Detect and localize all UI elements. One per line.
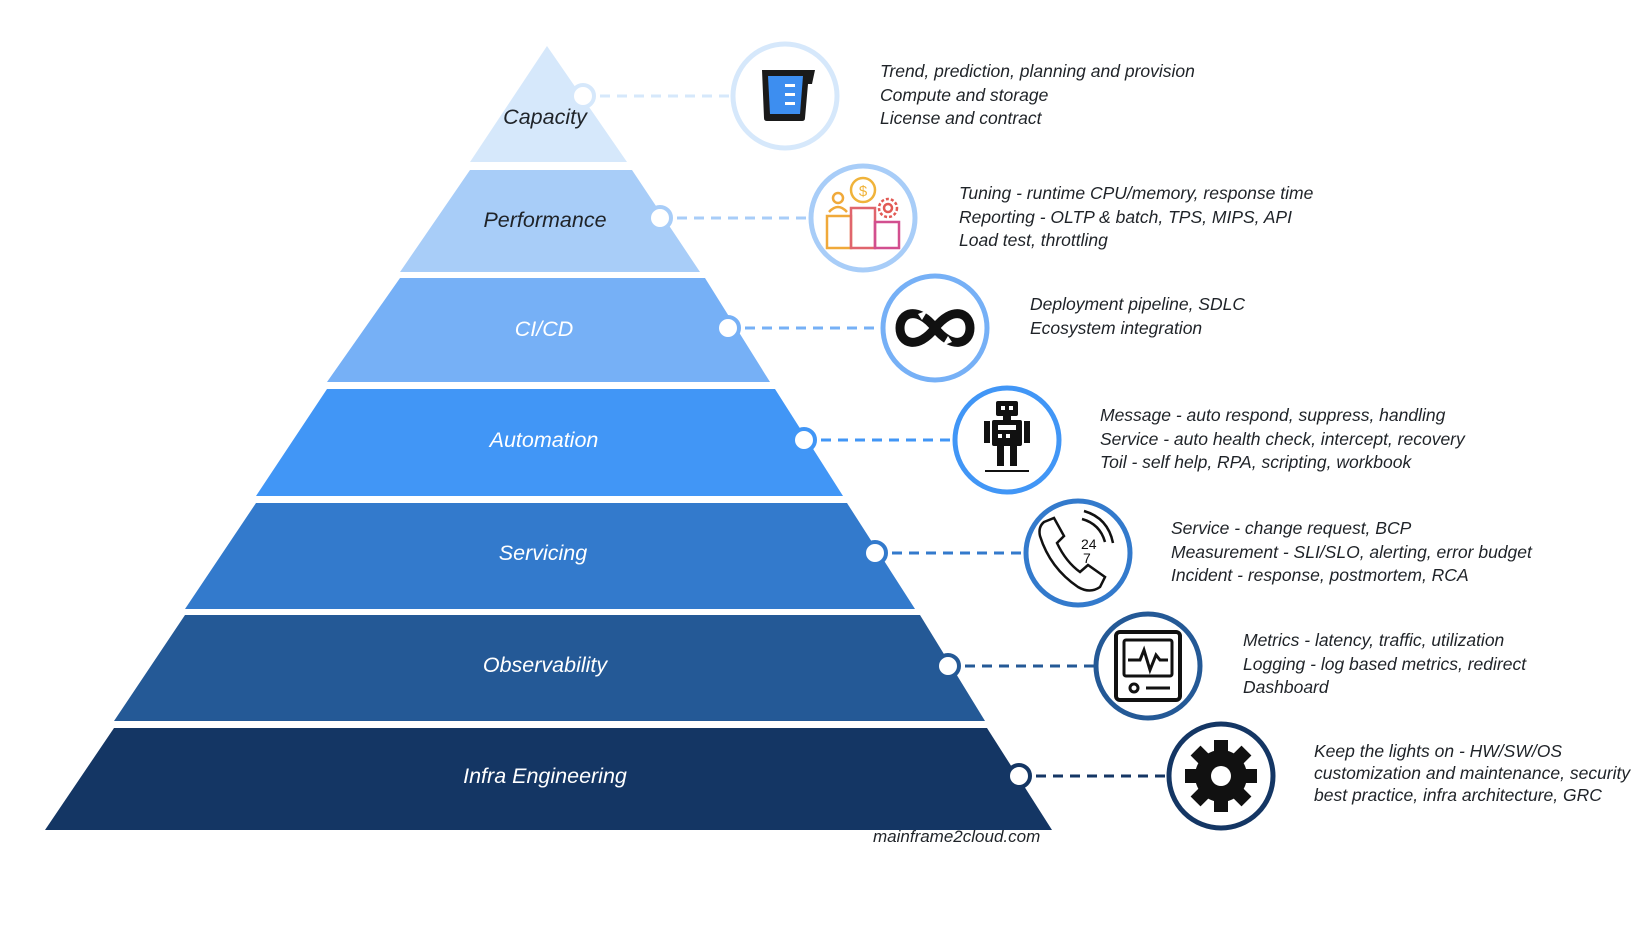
tier-infra-band	[45, 728, 1052, 830]
description-line: Message - auto respond, suppress, handli…	[1100, 405, 1446, 425]
tier-automation: Automation	[256, 385, 1062, 496]
performance-description: Tuning - runtime CPU/memory, response ti…	[959, 182, 1313, 253]
infra-description: Keep the lights on - HW/SW/OS customizat…	[1314, 740, 1630, 806]
svg-text:24: 24	[1081, 536, 1097, 552]
tier-cicd-band	[327, 278, 770, 382]
svg-text:7: 7	[1083, 550, 1091, 566]
tier-capacity-node	[570, 83, 596, 109]
tier-cicd-label: CI/CD	[515, 317, 574, 341]
tier-infra-node	[1006, 763, 1032, 789]
tier-observability-label: Observability	[483, 653, 609, 677]
description-line: Load test, throttling	[959, 230, 1108, 250]
description-line: Metrics - latency, traffic, utilization	[1243, 630, 1505, 650]
tier-performance-label: Performance	[483, 208, 606, 232]
observability-description: Metrics - latency, traffic, utilization …	[1243, 629, 1526, 700]
tier-capacity: Capacity	[470, 41, 840, 162]
svg-text:$: $	[859, 183, 868, 200]
description-line: Logging - log based metrics, redirect	[1243, 653, 1527, 674]
description-line: License and contract	[880, 108, 1042, 128]
description-line: best practice, infra architecture, GRC	[1314, 785, 1602, 805]
tier-servicing-icon-ring	[1023, 498, 1133, 608]
tier-infra: Infra Engineering	[45, 721, 1276, 831]
description-line: Ecosystem integration	[1030, 317, 1203, 338]
description-line: Tuning - runtime CPU/memory, response ti…	[959, 183, 1314, 203]
tier-capacity-label: Capacity	[503, 105, 588, 129]
tier-cicd: CI/CD	[327, 273, 990, 383]
automation-description: Message - auto respond, suppress, handli…	[1100, 404, 1465, 475]
infinity-loop-icon	[895, 309, 975, 347]
performance-podium-icon: $	[825, 176, 901, 250]
tier-observability-band	[114, 615, 985, 721]
measuring-cup-icon	[762, 70, 815, 121]
tier-automation-node	[791, 427, 817, 453]
tier-infra-label: Infra Engineering	[463, 764, 627, 788]
tier-performance-node	[647, 205, 673, 231]
description-line: Incident - response, postmortem, RCA	[1171, 565, 1469, 585]
description-line: Compute and storage	[880, 84, 1049, 105]
tier-servicing-band	[185, 503, 915, 609]
tier-observability-node	[935, 653, 961, 679]
description-line: Deployment pipeline, SDLC	[1030, 294, 1245, 314]
robot-icon	[984, 401, 1030, 472]
tier-automation-band	[256, 389, 843, 496]
description-line: Service - change request, BCP	[1171, 518, 1412, 538]
description-line: Toil - self help, RPA, scripting, workbo…	[1100, 452, 1412, 472]
tier-servicing-node	[862, 540, 888, 566]
description-line: Dashboard	[1243, 677, 1329, 697]
servicing-description: Service - change request, BCP Measuremen…	[1171, 517, 1532, 588]
site-credit: mainframe2cloud.com	[873, 827, 1041, 846]
phone-24-7-icon: 24 7	[1038, 509, 1115, 592]
tier-servicing-label: Servicing	[499, 541, 587, 565]
tier-capacity-band	[470, 46, 627, 162]
description-line: Reporting - OLTP & batch, TPS, MIPS, API	[959, 206, 1292, 227]
capacity-description: Trend, prediction, planning and provisio…	[880, 60, 1195, 131]
description-line: customization and maintenance, security	[1314, 763, 1631, 783]
description-line: Service - auto health check, intercept, …	[1100, 428, 1465, 449]
monitor-heartbeat-icon	[1114, 630, 1182, 702]
tier-observability: Observability	[114, 611, 1203, 721]
description-line: Keep the lights on - HW/SW/OS	[1314, 741, 1563, 761]
description-line: Measurement - SLI/SLO, alerting, error b…	[1171, 541, 1532, 562]
tier-performance-band	[400, 170, 700, 272]
tier-automation-label: Automation	[488, 428, 599, 452]
cicd-description: Deployment pipeline, SDLC Ecosystem inte…	[1030, 293, 1245, 340]
tier-cicd-node	[715, 315, 741, 341]
tier-servicing: Servicing 24 7	[185, 498, 1133, 609]
gear-icon	[1185, 740, 1257, 812]
tier-performance: Performance $	[400, 163, 918, 273]
description-line: Trend, prediction, planning and provisio…	[880, 61, 1195, 81]
